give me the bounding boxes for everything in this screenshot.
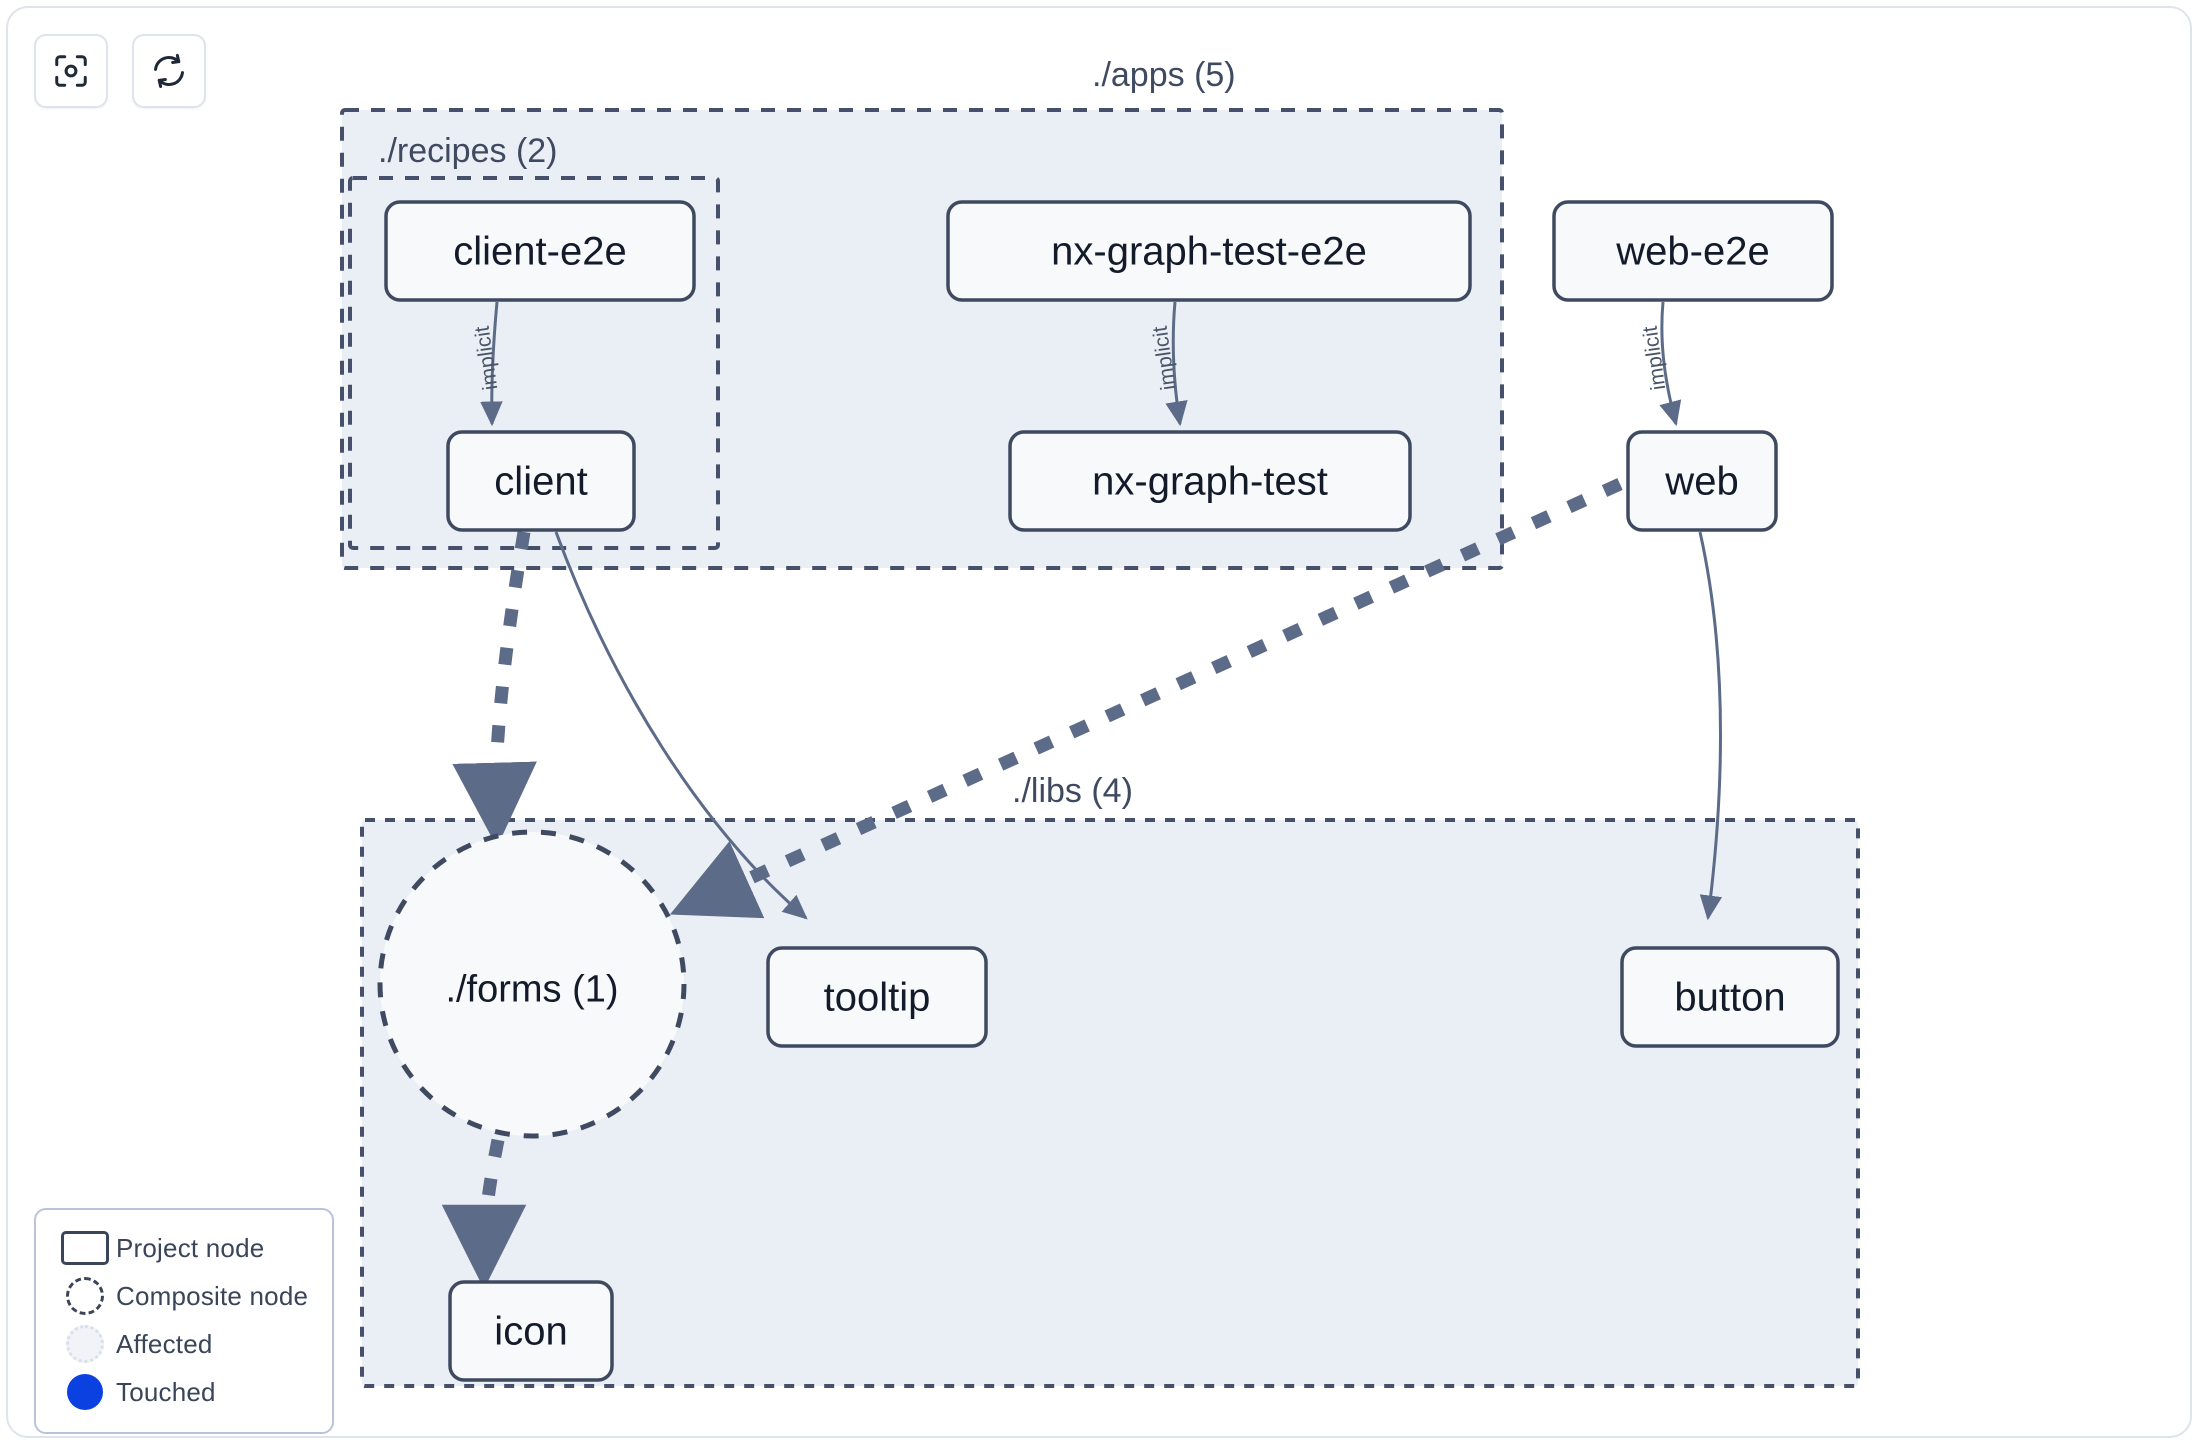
legend-label-touched: Touched <box>116 1376 216 1407</box>
node-tooltip-rect[interactable] <box>766 946 988 1048</box>
node-web-e2e-rect[interactable] <box>1552 200 1834 302</box>
group-libs-rect[interactable] <box>360 818 1860 1388</box>
group-label-recipes: ./recipes (2) <box>378 132 558 170</box>
node-client[interactable] <box>446 430 636 532</box>
legend-item-project-node: Project node <box>54 1224 314 1272</box>
node-label-nx-graph-test-e2e: nx-graph-test-e2e <box>1051 229 1367 274</box>
node-label-nx-graph-test: nx-graph-test <box>1092 459 1328 504</box>
node-nx-graph-test-e2e-rect[interactable] <box>946 200 1472 302</box>
edge-web-e2e-to-web[interactable] <box>1659 301 1682 427</box>
node-label-web-e2e: web-e2e <box>1616 229 1770 274</box>
node-client-rect[interactable] <box>446 430 636 532</box>
node-forms-circle[interactable] <box>377 829 687 1139</box>
graph-toolbar <box>34 34 206 108</box>
composite-node-swatch <box>54 1277 116 1315</box>
project-node-swatch <box>54 1231 116 1265</box>
node-nx-graph-test-rect[interactable] <box>1008 430 1412 532</box>
edge-nx-graph-test-e2e-to-nx-graph-test[interactable] <box>1165 301 1188 427</box>
node-label-client: client <box>494 459 588 504</box>
node-label-client-e2e: client-e2e <box>453 229 627 274</box>
legend-item-touched: Touched <box>54 1368 314 1416</box>
affected-swatch <box>54 1325 116 1363</box>
node-client-e2e-rect[interactable] <box>384 200 696 302</box>
node-label-forms: ./forms (1) <box>445 968 619 1011</box>
node-web-e2e[interactable] <box>1552 200 1834 302</box>
group-label-libs: ./libs (4) <box>1012 772 1133 810</box>
node-nx-graph-test-e2e[interactable] <box>946 200 1472 302</box>
edge-client-e2e-to-client[interactable] <box>480 301 503 427</box>
legend-item-affected: Affected <box>54 1320 314 1368</box>
edge-forms-to-icon[interactable] <box>441 1138 527 1290</box>
node-label-web: web <box>1665 459 1739 504</box>
node-icon[interactable] <box>448 1280 614 1382</box>
group-libs[interactable] <box>360 818 1860 1388</box>
node-forms[interactable] <box>377 829 687 1139</box>
legend-label-composite-node: Composite node <box>116 1280 309 1311</box>
node-nx-graph-test[interactable] <box>1008 430 1412 532</box>
group-label-apps: ./apps (5) <box>1092 56 1236 94</box>
legend-item-composite-node: Composite node <box>54 1272 314 1320</box>
node-web[interactable] <box>1626 430 1778 532</box>
touched-swatch <box>54 1374 116 1410</box>
legend-label-affected: Affected <box>116 1328 213 1359</box>
node-label-icon: icon <box>494 1309 568 1354</box>
edge-web-to-button[interactable] <box>1698 531 1723 921</box>
node-label-button: button <box>1674 975 1786 1020</box>
edge-web-to-forms[interactable] <box>669 478 1623 919</box>
focus-graph-button[interactable] <box>34 34 108 108</box>
refresh-icon <box>150 52 188 90</box>
legend-label-project-node: Project node <box>116 1232 265 1263</box>
node-label-tooltip: tooltip <box>823 975 931 1020</box>
node-web-rect[interactable] <box>1626 430 1778 532</box>
focus-target-icon <box>52 52 90 90</box>
node-client-e2e[interactable] <box>384 200 696 302</box>
node-tooltip[interactable] <box>766 946 988 1048</box>
node-icon-rect[interactable] <box>448 1280 614 1382</box>
node-button-rect[interactable] <box>1620 946 1840 1048</box>
refresh-graph-button[interactable] <box>132 34 206 108</box>
node-button[interactable] <box>1620 946 1840 1048</box>
graph-legend: Project node Composite node Affected Tou… <box>34 1208 334 1434</box>
edge-client-to-forms[interactable] <box>452 530 537 848</box>
